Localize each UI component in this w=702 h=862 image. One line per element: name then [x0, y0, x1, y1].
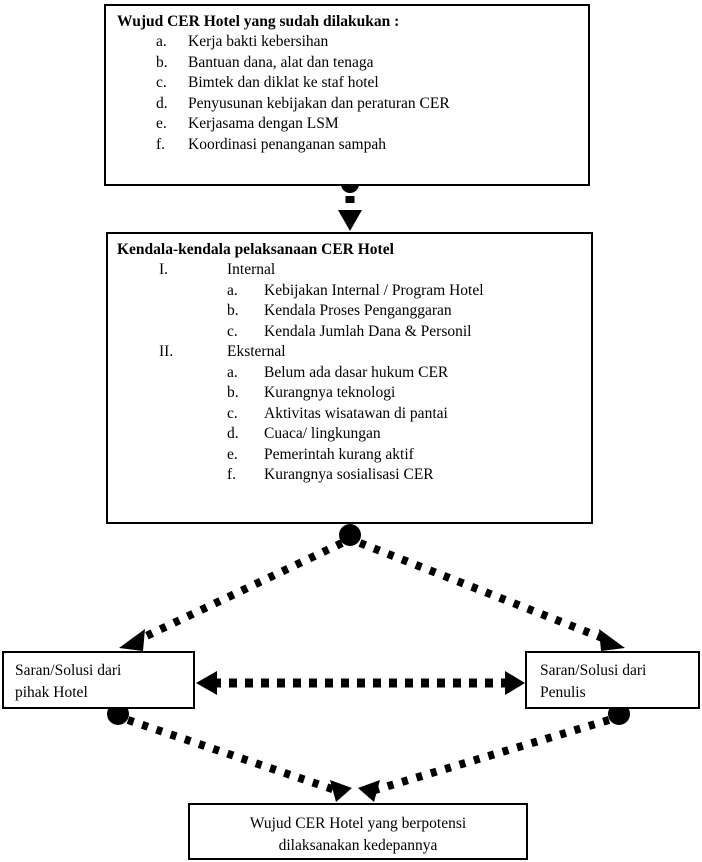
- list-item-text: Kurangnya sosialisasi CER: [264, 466, 434, 483]
- arrowhead-down-right-icon: [330, 780, 352, 802]
- list-item: d. Penyusunan kebijakan dan peraturan CE…: [156, 94, 588, 115]
- connector-source-dot: [339, 524, 361, 546]
- list-item: c. Bimtek dan diklat ke staf hotel: [156, 73, 588, 94]
- box-hotel-solution: Saran/Solusi dari pihak Hotel: [2, 651, 195, 709]
- list-item-text: Kerja bakti kebersihan: [188, 33, 329, 50]
- group-eksternal-items: a. Belum ada dasar hukum CER b. Kurangny…: [227, 363, 591, 486]
- box-constraints-title: Kendala-kendala pelaksanaan CER Hotel: [117, 241, 394, 258]
- list-item-marker: a.: [156, 33, 167, 50]
- arrowhead-left-icon: [196, 671, 217, 695]
- list-item-marker: c.: [227, 404, 238, 422]
- connector-dotted-line: [126, 716, 337, 794]
- list-item-text: Kendala Proses Penganggaran: [264, 302, 452, 319]
- arrowhead-right-icon: [505, 671, 525, 695]
- box-potential-cer: Wujud CER Hotel yang berpotensi dilaksan…: [188, 803, 528, 860]
- list-item-marker: e.: [227, 445, 238, 463]
- arrowhead-down-right-icon: [599, 629, 625, 651]
- list-item: c. Aktivitas wisatawan di pantai: [227, 404, 591, 425]
- list-item: b. Bantuan dana, alat dan tenaga: [156, 53, 588, 74]
- text-line-2: pihak Hotel: [15, 684, 88, 701]
- list-item-marker: a.: [227, 281, 238, 299]
- connector-dotted-line: [358, 539, 607, 643]
- list-item-marker: f.: [227, 466, 237, 483]
- box-accomplished-title: Wujud CER Hotel yang sudah dilakukan :: [117, 13, 400, 30]
- list-item-text: Bantuan dana, alat dan tenaga: [188, 53, 374, 71]
- list-item-marker: e.: [156, 115, 167, 132]
- connector-hotel-solution-to-author-solution: [196, 671, 525, 695]
- accomplished-item-list: a. Kerja bakti kebersihan b. Bantuan dan…: [156, 32, 588, 155]
- list-item-text: Kurangnya teknologi: [264, 384, 396, 401]
- list-item-marker: b.: [156, 53, 168, 71]
- group-label: Internal: [227, 261, 276, 278]
- list-item-text: Belum ada dasar hukum CER: [264, 363, 449, 381]
- box-hotel-solution-text: Saran/Solusi dari pihak Hotel: [4, 653, 193, 704]
- list-item-text: Aktivitas wisatawan di pantai: [264, 404, 448, 422]
- list-item-text: Bimtek dan diklat ke staf hotel: [188, 74, 379, 91]
- text-line-2: Penulis: [540, 684, 586, 701]
- list-item-marker: f.: [156, 135, 166, 153]
- list-item: a. Belum ada dasar hukum CER: [227, 363, 591, 384]
- group-label: Eksternal: [227, 343, 286, 360]
- list-item-marker: c.: [156, 74, 167, 91]
- list-item-marker: b.: [227, 302, 239, 319]
- constraints-group-internal: I. Internal a. Kebijakan Internal / Prog…: [159, 260, 591, 342]
- list-item: e. Kerjasama dengan LSM: [156, 114, 588, 135]
- arrowhead-down-left-icon: [119, 629, 145, 651]
- group-internal-items: a. Kebijakan Internal / Program Hotel b.…: [227, 281, 591, 343]
- box-accomplished-cer: Wujud CER Hotel yang sudah dilakukan : a…: [104, 4, 590, 186]
- text-line-2: dilaksanakan kedepannya: [278, 837, 438, 854]
- constraints-group-list: I. Internal a. Kebijakan Internal / Prog…: [159, 260, 591, 486]
- list-item: a. Kebijakan Internal / Program Hotel: [227, 281, 591, 302]
- box-cer-constraints: Kendala-kendala pelaksanaan CER Hotel I.…: [106, 232, 593, 524]
- text-line-1: Wujud CER Hotel yang berpotensi: [249, 815, 467, 832]
- list-item: f. Koordinasi penanganan sampah: [156, 135, 588, 156]
- group-marker: II.: [159, 343, 174, 360]
- list-item-marker: a.: [227, 363, 238, 381]
- box-author-solution: Saran/Solusi dari Penulis: [525, 651, 700, 709]
- list-item-marker: d.: [156, 94, 168, 112]
- list-item-marker: c.: [227, 322, 238, 340]
- connector-author-solution-to-potential: [358, 703, 630, 802]
- list-item: e. Pemerintah kurang aktif: [227, 445, 591, 466]
- list-item-text: Kendala Jumlah Dana & Personil: [264, 322, 472, 340]
- list-item-marker: b.: [227, 384, 239, 401]
- list-item: f. Kurangnya sosialisasi CER: [227, 465, 591, 486]
- group-heading: I. Internal: [159, 260, 591, 281]
- list-item-text: Penyusunan kebijakan dan peraturan CER: [188, 94, 450, 112]
- box-author-solution-text: Saran/Solusi dari Penulis: [527, 653, 698, 704]
- group-heading: II. Eksternal: [159, 342, 591, 363]
- list-item: a. Kerja bakti kebersihan: [156, 32, 588, 53]
- connector-constraints-to-author-solution: [358, 539, 625, 651]
- connector-constraints-to-hotel-solution: [119, 524, 361, 651]
- list-item: b. Kurangnya teknologi: [227, 383, 591, 404]
- group-marker: I.: [159, 261, 169, 278]
- box-potential-text: Wujud CER Hotel yang berpotensi dilaksan…: [190, 805, 526, 857]
- list-item: c. Kendala Jumlah Dana & Personil: [227, 322, 591, 343]
- connector-dotted-line: [373, 716, 611, 794]
- constraints-group-eksternal: II. Eksternal a. Belum ada dasar hukum C…: [159, 342, 591, 486]
- text-line-1: Saran/Solusi dari: [540, 662, 647, 679]
- connector-hotel-solution-to-potential: [107, 703, 352, 802]
- list-item: b. Kendala Proses Penganggaran: [227, 301, 591, 322]
- text-line-1: Saran/Solusi dari: [15, 662, 122, 679]
- list-item-text: Kerjasama dengan LSM: [188, 115, 339, 132]
- list-item-text: Koordinasi penanganan sampah: [188, 135, 386, 153]
- list-item-marker: d.: [227, 425, 239, 442]
- list-item-text: Cuaca/ lingkungan: [264, 425, 381, 442]
- list-item-text: Pemerintah kurang aktif: [264, 445, 414, 463]
- list-item-text: Kebijakan Internal / Program Hotel: [264, 281, 484, 299]
- arrowhead-down-icon: [338, 210, 362, 231]
- connector-dotted-line: [138, 539, 344, 643]
- arrowhead-down-left-icon: [358, 780, 380, 802]
- list-item: d. Cuaca/ lingkungan: [227, 424, 591, 445]
